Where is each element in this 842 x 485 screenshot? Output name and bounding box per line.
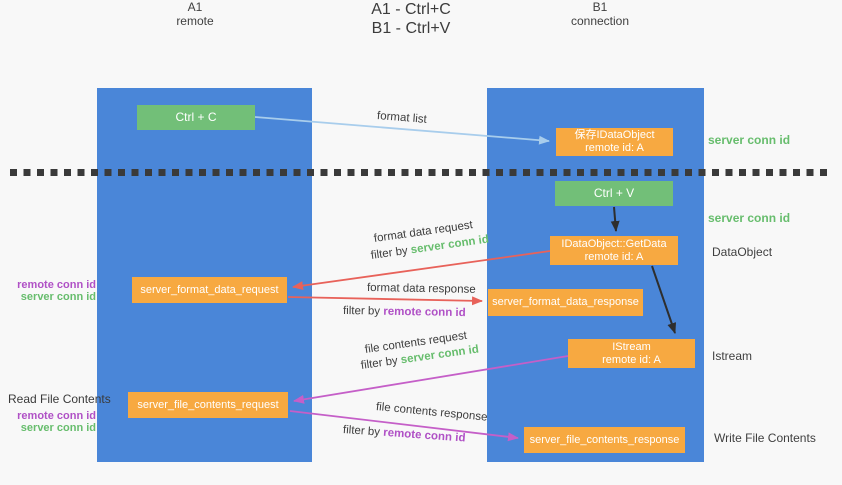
filter-by-text: filter by — [360, 354, 399, 372]
ctrl-v-label: Ctrl + V — [593, 186, 635, 200]
idataobject-getdata-node: IDataObject::GetData remote id: A — [550, 236, 678, 265]
clipboard-boundary-dashed-line — [10, 169, 828, 176]
filter-by-text: filter by — [370, 244, 409, 262]
server-conn-id-label-mid: server conn id — [708, 211, 791, 225]
ctrl-c-label: Ctrl + C — [175, 110, 217, 124]
format-data-response-arrow-label: format data response — [366, 282, 476, 296]
filter-by-text: filter by — [342, 305, 381, 318]
server-conn-id-label-format: server conn id — [20, 291, 96, 303]
file-contents-response-filter-label: filter by remote conn id — [343, 424, 466, 445]
server-file-contents-request-node: server_file_contents_request — [128, 392, 288, 418]
remote-conn-id-label-format: remote conn id — [17, 279, 96, 291]
istream-title: IStream — [612, 340, 651, 353]
diagram-title: A1 - Ctrl+C B1 - Ctrl+V — [0, 0, 822, 38]
lane-header-a1: A1 remote — [135, 0, 255, 28]
format-data-response-arrow — [287, 296, 483, 306]
title-line-2: B1 - Ctrl+V — [371, 20, 451, 37]
istream-side-label: Istream — [712, 349, 753, 363]
save-idataobject-node: 保存IDataObject remote id: A — [556, 128, 673, 156]
istream-node: IStream remote id: A — [568, 339, 695, 368]
lane-a1-name: A1 — [187, 0, 203, 14]
format-list-arrow-label: format list — [376, 110, 428, 126]
format-data-response-filter-label: filter by remote conn id — [343, 305, 466, 319]
save-idataobject-remote-id: remote id: A — [585, 142, 644, 154]
lane-a1-role: remote — [176, 14, 214, 28]
server-format-data-response-node: server_format_data_response — [488, 289, 643, 316]
istream-remote-id: remote id: A — [602, 353, 661, 366]
filter-by-text: filter by — [342, 424, 381, 439]
title-line-1: A1 - Ctrl+C — [371, 1, 451, 18]
server-format-data-response-label: server_format_data_response — [492, 296, 639, 308]
remote-conn-id-label-file: remote conn id — [17, 410, 96, 422]
server-file-contents-response-node: server_file_contents_response — [524, 427, 685, 453]
getdata-title: IDataObject::GetData — [561, 237, 667, 250]
getdata-remote-id: remote id: A — [584, 250, 644, 263]
lane-header-b1: B1 connection — [540, 0, 660, 28]
read-file-contents-label: Read File Contents — [8, 392, 111, 406]
ctrl-c-node: Ctrl + C — [137, 105, 255, 130]
lane-b1-role: connection — [570, 14, 630, 28]
conn-id-block-format: remote conn id server conn id — [10, 279, 96, 303]
file-contents-response-arrow-label: file contents response — [375, 401, 488, 424]
dataobject-side-label: DataObject — [712, 245, 773, 259]
conn-id-block-file: remote conn id server conn id — [10, 410, 96, 434]
save-idataobject-title: 保存IDataObject — [574, 129, 655, 141]
remote-conn-id-text: remote conn id — [383, 305, 466, 320]
server-file-contents-response-label: server_file_contents_response — [529, 433, 680, 446]
server-conn-id-label-file: server conn id — [20, 422, 96, 434]
lane-b1-name: B1 — [592, 0, 608, 14]
server-file-contents-request-label: server_file_contents_request — [137, 398, 279, 411]
remote-conn-id-text: remote conn id — [382, 426, 466, 445]
server-conn-id-label-top: server conn id — [708, 133, 791, 147]
ctrl-v-node: Ctrl + V — [555, 181, 673, 206]
server-format-data-request-node: server_format_data_request — [132, 277, 287, 303]
write-file-contents-label: Write File Contents — [714, 431, 816, 445]
server-format-data-request-label: server_format_data_request — [140, 283, 279, 296]
